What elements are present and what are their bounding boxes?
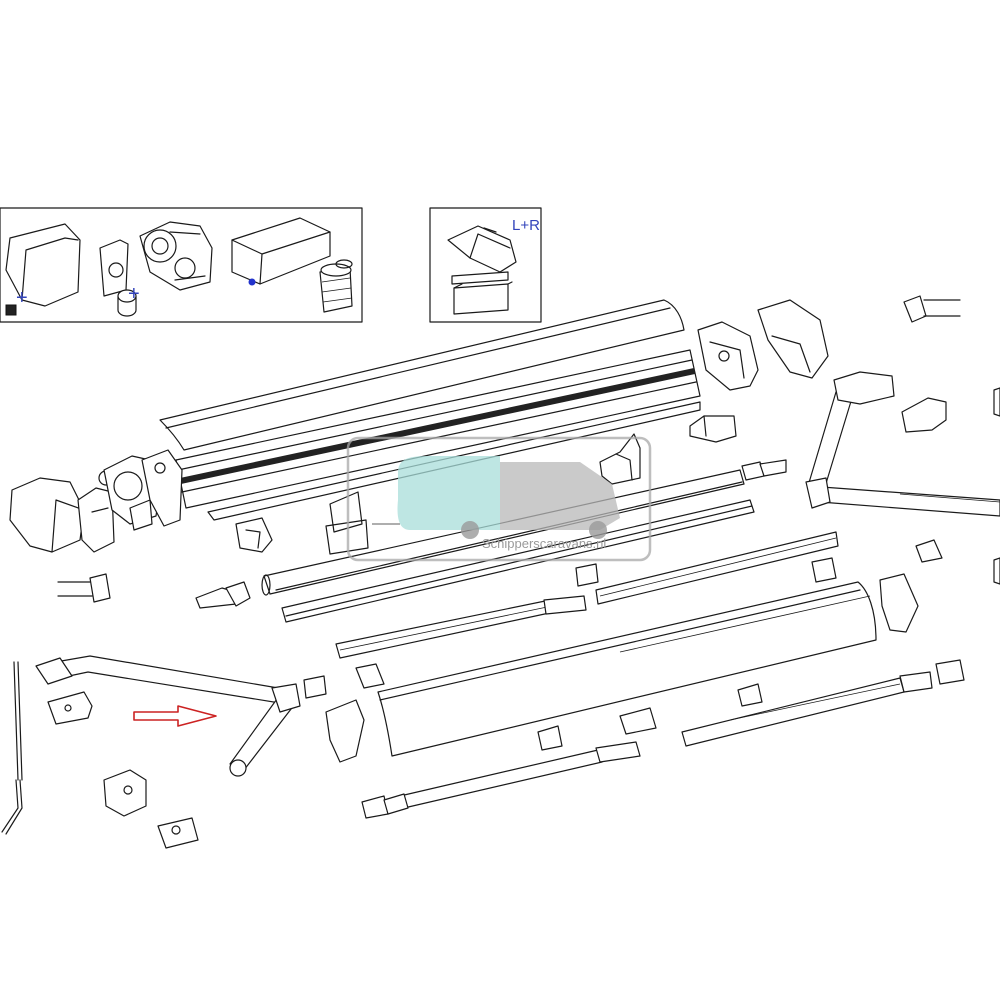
right-edge-bracket-1 — [993, 387, 1000, 417]
lower-left-clamp — [157, 817, 199, 849]
motor-gear-part — [139, 221, 213, 291]
top-cover-profile — [159, 299, 685, 451]
left-pin-clip — [57, 573, 111, 603]
main-cassette-profile — [175, 349, 701, 521]
top-right-clip — [903, 295, 961, 323]
front-profile-left-cap — [325, 699, 365, 763]
lower-clip-2 — [619, 707, 657, 735]
watermark-text: Schipperscaravans.nl — [482, 536, 606, 551]
right-small-clip — [915, 539, 943, 563]
profile-clip-1 — [303, 675, 327, 699]
left-gear-housing — [103, 449, 183, 531]
rail-square-part — [575, 563, 599, 587]
caravan-watermark-icon: Schipperscaravans.nl — [346, 436, 652, 562]
left-folding-arm — [35, 655, 301, 777]
left-end-cap — [9, 477, 85, 553]
wall-bracket-4 — [235, 517, 273, 553]
end-cap-part — [5, 223, 81, 307]
profile-clip-2 — [355, 663, 385, 689]
front-profile — [377, 581, 877, 757]
tube-end-plug — [741, 459, 787, 481]
bracket-part — [99, 239, 137, 317]
lower-clip-3 — [537, 725, 563, 751]
lead-rail-left — [335, 595, 587, 659]
red-arrow-icon — [133, 705, 217, 727]
crank-rod — [1, 661, 23, 835]
lr-label: L+R — [512, 217, 540, 234]
plus-sign-1: + — [16, 287, 28, 309]
inset-box-lr: L+R — [429, 207, 542, 323]
right-end-cap-open — [697, 321, 759, 391]
tube-drive-end — [195, 581, 251, 609]
wall-bracket-1 — [689, 415, 737, 443]
lower-left-bracket — [103, 769, 147, 817]
lower-arm-rail-left — [361, 741, 641, 819]
control-box-part — [231, 217, 331, 286]
arm-shoulder-bracket — [47, 691, 93, 725]
profile-clip-3 — [811, 557, 837, 583]
plus-sign-2: + — [128, 283, 140, 305]
inset-box-accessories: + + — [0, 207, 363, 323]
lower-arm-rail-right — [681, 659, 965, 747]
small-clip-part — [5, 304, 17, 316]
arm-shoulder-part — [901, 397, 947, 433]
right-folding-arm — [805, 371, 1000, 517]
wall-bracket-2 — [599, 433, 641, 485]
front-profile-endcap — [879, 573, 919, 633]
right-end-cap-cover — [757, 299, 829, 379]
lower-clip-1 — [737, 683, 763, 707]
round-knob-part — [319, 259, 353, 313]
left-bracket-cassette — [77, 470, 115, 553]
lead-rail-right — [595, 531, 839, 605]
right-edge-bracket-2 — [993, 557, 1000, 585]
